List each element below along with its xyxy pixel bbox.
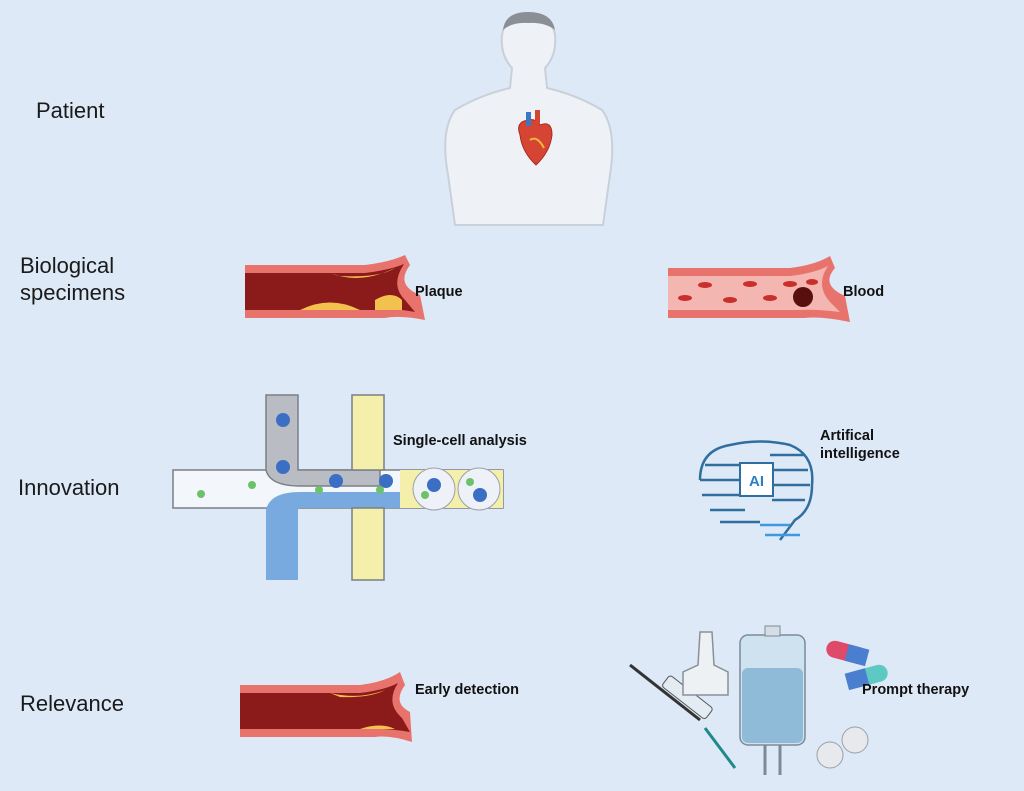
row-label-innovation: Innovation: [18, 475, 120, 500]
row-label-patient: Patient: [36, 98, 105, 123]
red-blood-cells: [678, 279, 818, 303]
ai-brain-icon: [698, 440, 814, 541]
microfluidic-chip: [172, 394, 504, 581]
label-ai-line1: Artifical: [820, 428, 874, 444]
row-label-biological: Biological: [20, 253, 115, 278]
blood-clot: [793, 287, 813, 307]
ai-chip-label: AI: [749, 473, 764, 490]
row-label-specimens: specimens: [20, 280, 126, 305]
label-early-detection: Early detection: [415, 682, 519, 698]
tablets-icon: [816, 726, 869, 769]
heart-icon: [518, 110, 553, 166]
green-cells: [197, 478, 474, 499]
label-ai-line2: intelligence: [820, 446, 900, 462]
blood-vessel: [668, 256, 850, 322]
row-label-relevance: Relevance: [20, 691, 124, 716]
early-detection-vessel: [240, 672, 412, 742]
iv-bag-icon: [739, 625, 806, 775]
label-prompt-therapy: Prompt therapy: [862, 682, 970, 698]
capsules-icon: [826, 640, 888, 691]
blue-cells: [276, 413, 487, 502]
label-blood: Blood: [843, 284, 885, 300]
label-plaque: Plaque: [415, 284, 463, 300]
plaque-vessel: [245, 255, 425, 320]
label-single-cell-analysis: Single-cell analysis: [393, 433, 527, 449]
nasal-spray-icon: [682, 631, 729, 696]
